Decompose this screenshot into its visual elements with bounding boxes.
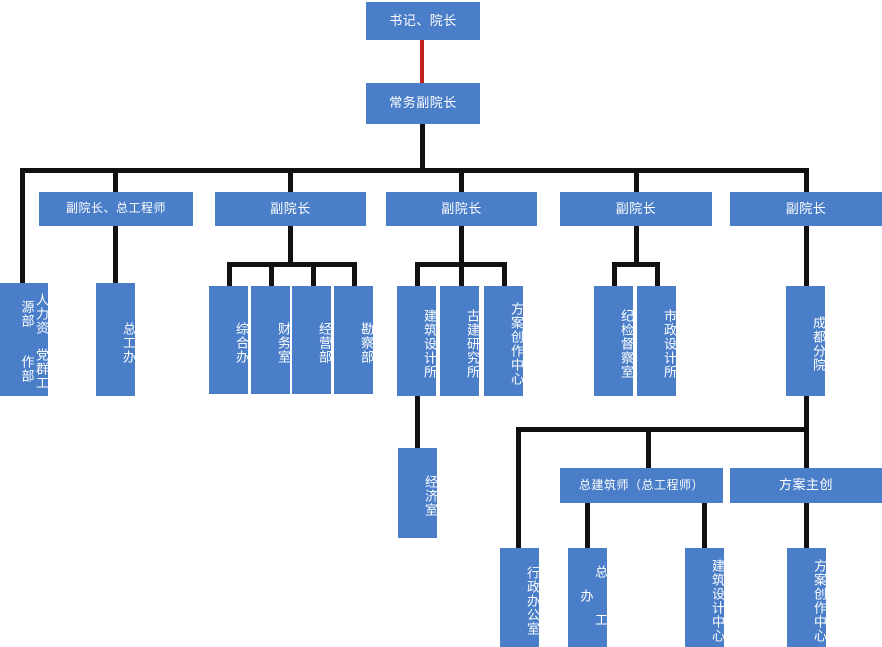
node-branch-scheme-center[interactable]: 方案创作中心 bbox=[787, 548, 827, 647]
connector-chief-architect-to-arch-design-center bbox=[702, 503, 707, 548]
connector-vp4-to-municipal-institute bbox=[655, 262, 660, 286]
node-admin-office[interactable]: 行政办公室 bbox=[500, 548, 540, 647]
node-root[interactable]: 书记、院长 bbox=[366, 2, 480, 40]
node-vp2[interactable]: 副院长 bbox=[215, 192, 366, 226]
node-vp-chief-engineer[interactable]: 副院长、总工程师 bbox=[39, 192, 193, 226]
node-vp4[interactable]: 副院长 bbox=[560, 192, 712, 226]
node-chengdu-branch[interactable]: 成都分院 bbox=[786, 286, 826, 396]
connector-bus-to-vp-chief-engineer bbox=[113, 168, 118, 192]
node-scheme-lead[interactable]: 方案主创 bbox=[730, 468, 882, 503]
connector-chengdu-to-admin-office bbox=[516, 427, 521, 548]
connector-scheme-lead-to-scheme-center bbox=[804, 503, 809, 548]
node-hr-and-party[interactable]: 人力资源部 党群工作部 bbox=[0, 283, 49, 396]
connector-vp4-stem bbox=[634, 225, 639, 266]
node-executive-vp[interactable]: 常务副院长 bbox=[366, 83, 480, 124]
node-hr-dept-label: 人力资源部 bbox=[19, 293, 49, 336]
connector-vp2-to-finance-office bbox=[269, 262, 274, 286]
connector-vp3-to-arch-design-institute bbox=[415, 262, 420, 286]
connector-vp4-bus bbox=[612, 262, 660, 267]
connector-executive-vp-stem bbox=[420, 123, 425, 170]
connector-chengdu-to-chief-architect bbox=[646, 427, 651, 468]
connector-main-bus bbox=[20, 168, 809, 173]
connector-vp2-to-survey-dept bbox=[352, 262, 357, 286]
connector-vp4-to-discipline-office bbox=[612, 262, 617, 286]
connector-chief-architect-to-engineer-office bbox=[585, 503, 590, 548]
connector-chengdu-to-scheme-lead bbox=[804, 427, 809, 468]
node-party-dept-label: 党群工作部 bbox=[19, 347, 49, 390]
connector-bus-to-hr-party bbox=[20, 168, 25, 283]
node-arch-design-center[interactable]: 建筑设计中心 bbox=[685, 548, 725, 647]
node-scheme-creation-center[interactable]: 方案创作中心 bbox=[484, 286, 524, 396]
node-vp5[interactable]: 副院长 bbox=[730, 192, 882, 226]
connector-bus-to-vp4 bbox=[634, 168, 639, 192]
connector-arch-institute-to-economics-office bbox=[415, 396, 420, 448]
connector-vp5-to-chengdu-branch bbox=[804, 225, 809, 286]
node-arch-design-institute[interactable]: 建筑设计所 bbox=[397, 286, 437, 396]
node-chief-engineer-office[interactable]: 总工办 bbox=[96, 283, 136, 396]
connector-vp3-stem bbox=[459, 225, 464, 266]
connector-vp-chief-engineer-to-office bbox=[113, 225, 118, 283]
node-discipline-office[interactable]: 纪检督察室 bbox=[594, 286, 634, 396]
connector-vp3-to-ancient-arch-institute bbox=[459, 262, 464, 286]
connector-chengdu-branch-stem bbox=[804, 396, 809, 430]
node-economics-office[interactable]: 经济室 bbox=[398, 448, 438, 538]
connector-root-to-executive-vp bbox=[420, 38, 424, 83]
node-municipal-design-institute[interactable]: 市政设计所 bbox=[637, 286, 677, 396]
node-ancient-arch-institute[interactable]: 古建研究所 bbox=[440, 286, 480, 396]
node-finance-office[interactable]: 财务室 bbox=[251, 286, 291, 394]
node-general-office[interactable]: 综合办 bbox=[209, 286, 249, 394]
node-business-dept[interactable]: 经营部 bbox=[292, 286, 332, 394]
connector-chengdu-branch-bus bbox=[516, 427, 809, 432]
node-chief-architect[interactable]: 总建筑师（总工程师） bbox=[560, 468, 723, 503]
node-branch-chief-engineer-office[interactable]: 总 工 办 bbox=[568, 548, 608, 647]
node-survey-dept[interactable]: 勘察部 bbox=[334, 286, 374, 394]
connector-bus-to-vp2 bbox=[288, 168, 293, 192]
connector-vp2-bus bbox=[227, 262, 357, 267]
connector-vp3-to-scheme-center bbox=[502, 262, 507, 286]
node-vp3[interactable]: 副院长 bbox=[386, 192, 537, 226]
connector-vp2-to-general-office bbox=[227, 262, 232, 286]
connector-vp2-stem bbox=[288, 225, 293, 266]
connector-bus-to-vp5 bbox=[804, 168, 809, 192]
connector-bus-to-vp3 bbox=[459, 168, 464, 192]
connector-vp2-to-business-dept bbox=[311, 262, 316, 286]
